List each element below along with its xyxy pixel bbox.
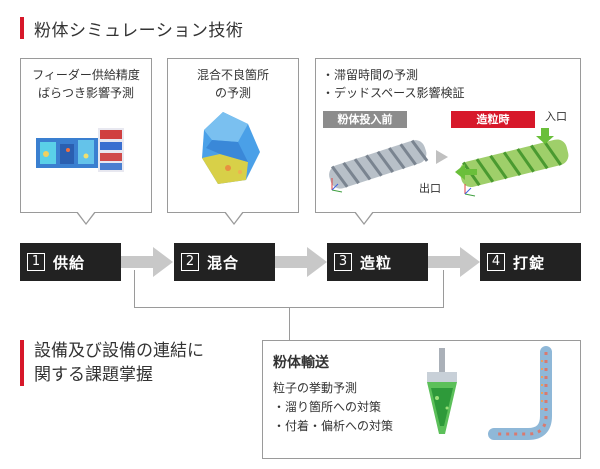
outlet-label: 出口 — [419, 182, 441, 195]
step-4-number: 4 — [487, 253, 505, 271]
transport-title: 粉体輸送 — [273, 355, 329, 371]
step-3-granulation: 3 造粒 — [327, 243, 428, 281]
callout-granulation-tail-fill — [355, 211, 373, 223]
transport-text-1: 粒子の挙動予測 — [273, 381, 358, 395]
flow-arrow-1 — [121, 247, 173, 277]
feeder-text-2: ばらつき影響予測 — [37, 86, 134, 100]
page-title: 粉体シミュレーション技術 — [34, 21, 244, 41]
pipe-simulation-image — [488, 346, 552, 440]
granulation-text-1: ・滞留時間の予測 — [322, 68, 419, 82]
badge-before-input: 粉体投入前 — [323, 111, 407, 128]
transport-text-3: ・付着・偏析への対策 — [273, 419, 394, 433]
mixing-text-2: の予測 — [214, 86, 251, 100]
note-text-1: 設備及び設備の連結に — [34, 341, 204, 361]
step-3-number: 3 — [334, 253, 352, 271]
step-4-label: 打錠 — [513, 253, 546, 272]
transport-text-2: ・溜り箇所への対策 — [273, 400, 382, 414]
mixing-text-1: 混合不良箇所 — [196, 68, 269, 82]
process-arrow-icon — [436, 150, 448, 164]
step-3-label: 造粒 — [360, 253, 393, 272]
note-accent-bar — [20, 340, 24, 386]
note-text-2: 関する課題掌握 — [34, 365, 153, 385]
step-1-label: 供給 — [53, 253, 86, 272]
inlet-label: 入口 — [545, 110, 567, 123]
header-accent-bar — [20, 17, 24, 39]
mixing-simulation-image — [202, 112, 260, 184]
step-1-supply: 1 供給 — [20, 243, 121, 281]
badge-during-granulation: 造粒時 — [451, 111, 535, 128]
step-4-tableting: 4 打錠 — [480, 243, 581, 281]
step-1-number: 1 — [27, 253, 45, 271]
callout-granulation — [315, 58, 581, 213]
callout-mixing-tail-fill — [225, 211, 243, 223]
step-2-number: 2 — [181, 253, 199, 271]
screw-before-image — [329, 139, 429, 193]
screw-during-image — [455, 128, 569, 197]
cyclone-simulation-image — [427, 348, 457, 434]
connector-left-vertical — [134, 270, 135, 308]
step-2-label: 混合 — [207, 253, 240, 272]
granulation-text-2: ・デッドスペース影響検証 — [322, 86, 465, 100]
flow-arrow-3 — [428, 247, 480, 277]
feeder-simulation-image — [36, 128, 124, 172]
connector-down — [289, 307, 290, 341]
step-2-mixing: 2 混合 — [174, 243, 275, 281]
flow-arrow-2 — [275, 247, 327, 277]
callout-feeder — [20, 58, 152, 213]
callout-feeder-tail-fill — [77, 211, 95, 223]
feeder-text-1: フィーダー供給精度 — [32, 68, 140, 82]
connector-right-vertical — [443, 270, 444, 308]
